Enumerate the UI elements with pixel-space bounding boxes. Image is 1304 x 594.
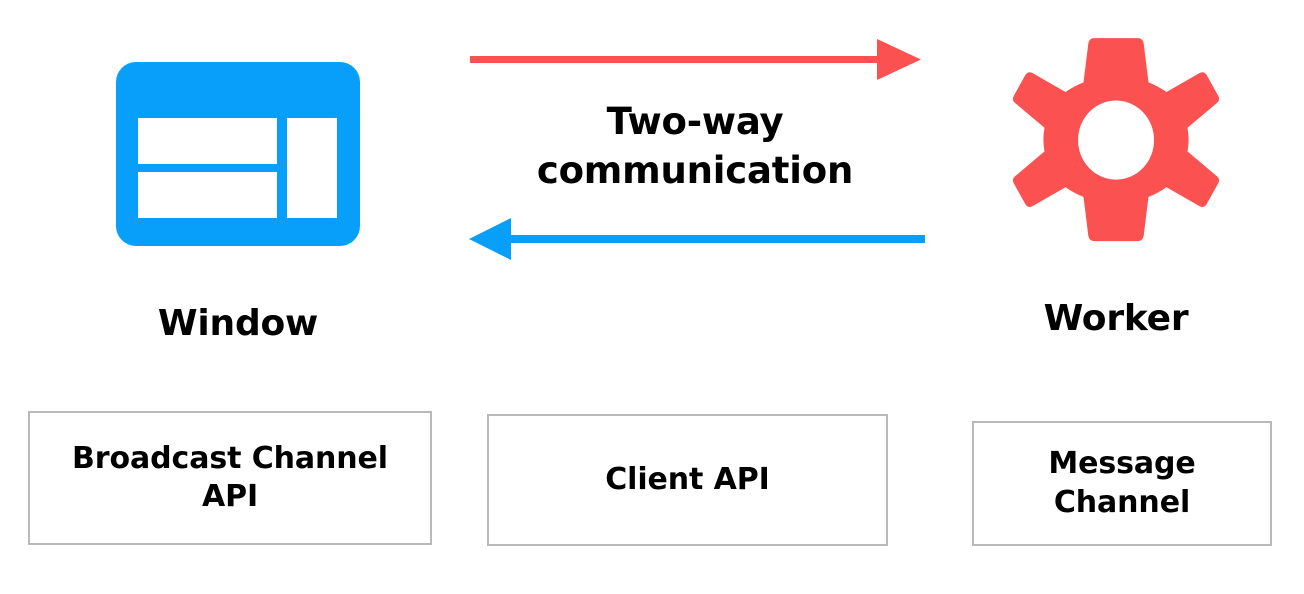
caption-line-2: communication bbox=[536, 148, 854, 192]
node-label-window: Window bbox=[157, 303, 319, 344]
api-box-label: Client API bbox=[605, 461, 770, 497]
api-box-label: Message Channel bbox=[1048, 446, 1196, 520]
window-pane-bottom-left bbox=[138, 172, 277, 218]
arrow-worker-to-window bbox=[469, 218, 925, 260]
api-box-client-api: Client API bbox=[487, 414, 888, 546]
caption-line-1: Two-way bbox=[606, 100, 784, 143]
browser-window-icon bbox=[116, 62, 360, 246]
gear-icon bbox=[1012, 26, 1220, 254]
api-box-message-channel: Message Channel bbox=[972, 421, 1272, 546]
window-pane-right bbox=[287, 118, 337, 218]
api-box-label: Broadcast Channel API bbox=[72, 440, 388, 514]
window-pane-top-left bbox=[138, 118, 277, 164]
node-label-worker: Worker bbox=[1043, 298, 1189, 339]
arrow-window-to-worker bbox=[470, 39, 921, 80]
center-caption: Two-way communication bbox=[505, 98, 885, 196]
api-box-broadcast-channel-api: Broadcast Channel API bbox=[28, 411, 432, 545]
